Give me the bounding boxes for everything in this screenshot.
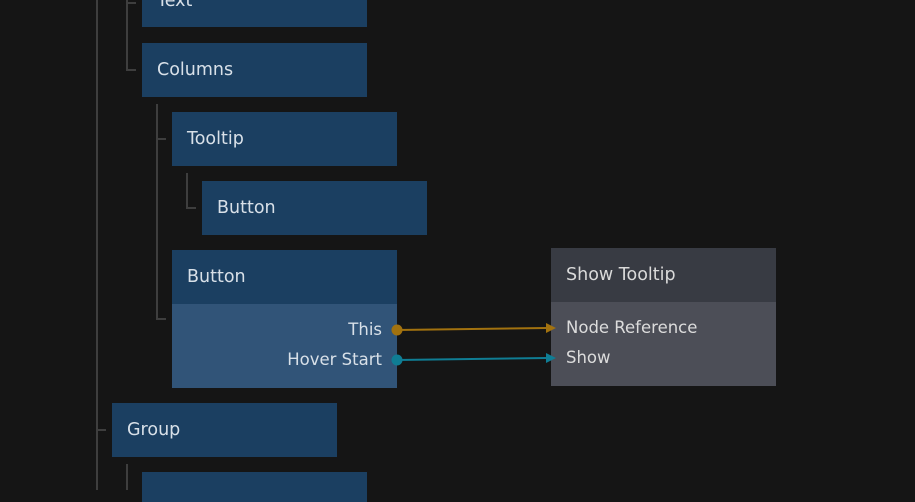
tree-line-level1 [126,0,128,71]
port-this-dot [391,324,403,336]
tree-line-branch-button [156,318,166,320]
node-columns-label: Columns [157,60,234,80]
input-show-label[interactable]: Show [566,348,611,367]
tree-line-group-children [126,464,128,490]
show-tooltip-node-header[interactable]: Show Tooltip [551,248,776,302]
port-hover-start-dot [391,354,403,366]
tree-line-root [96,0,98,490]
node-button-selected-label: Button [187,267,246,287]
show-arrow-icon [546,353,556,363]
node-button-inner-label: Button [217,198,276,218]
node-reference-arrow-icon [546,323,556,333]
show-tooltip-node-body [551,302,776,386]
node-text[interactable]: Text [142,0,367,27]
show-tooltip-title: Show Tooltip [566,265,676,285]
node-button-inner[interactable]: Button [202,181,427,235]
tree-line-branch-tooltip [156,138,166,140]
tree-line-columns-children [156,104,158,320]
node-group-label: Group [127,420,181,440]
node-columns[interactable]: Columns [142,43,367,97]
tree-line-level1-branch-columns [126,69,136,71]
connection-this-to-node-reference[interactable] [391,323,557,336]
tree-line-tooltip-children [186,173,188,209]
tree-line-root-branch-group [96,429,106,431]
node-tooltip-label: Tooltip [187,129,244,149]
node-group[interactable]: Group [112,403,337,457]
port-this-label[interactable]: This [348,320,382,339]
tree-line-level1-branch-text [126,2,136,4]
port-hover-start-label[interactable]: Hover Start [287,350,382,369]
node-button-ports [172,304,397,388]
connection-hover-start-to-show[interactable] [391,353,557,366]
connection-layer [391,323,557,366]
node-tooltip[interactable]: Tooltip [172,112,397,166]
tree-line-branch-button-inner [186,207,196,209]
node-button-selected[interactable]: Button [172,250,397,304]
input-node-reference-label[interactable]: Node Reference [566,318,698,337]
node-text-label: Text [157,0,193,11]
